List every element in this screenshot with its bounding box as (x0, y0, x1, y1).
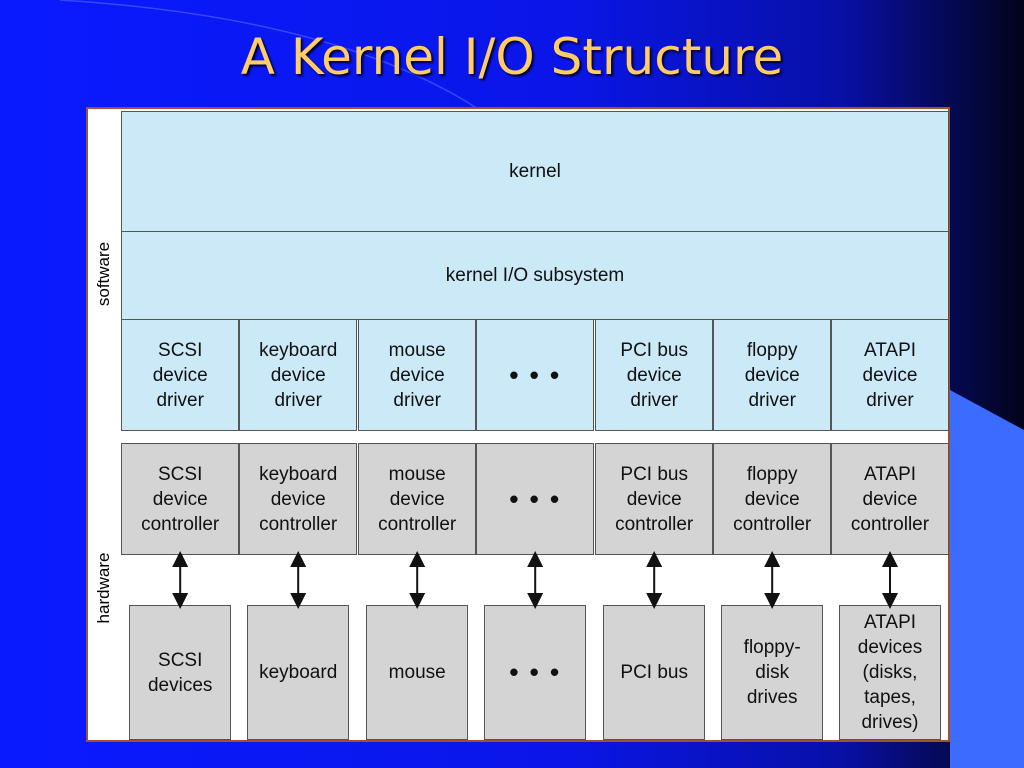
mouse-controller-box: mouse device controller (358, 443, 477, 555)
diagram-frame: software hardware kernel kernel I/O subs… (86, 107, 950, 742)
atapi-devices-box: ATAPI devices (disks, tapes, drives) (839, 605, 941, 740)
scsi-driver-box: SCSI device driver (121, 319, 240, 431)
atapi-controller-box: ATAPI device controller (831, 443, 949, 555)
atapi-driver-box: ATAPI device driver (831, 319, 949, 431)
controller-box-label: keyboard device controller (259, 463, 338, 535)
devices-box-label: SCSI devices (147, 649, 213, 696)
hardware-label: hardware (94, 552, 113, 624)
pci-bus-devices-box: PCI bus (603, 605, 706, 740)
keyboard-controller-box: keyboard device controller (239, 443, 358, 555)
devices-box-label: ATAPI devices (disks, tapes, drives) (857, 612, 923, 733)
ellipsis-controller-box: • • • (476, 443, 595, 555)
controller-box-label: PCI bus device controller (615, 463, 694, 535)
controller-box-label: floppy device controller (733, 463, 812, 535)
driver-box-label: ATAPI device driver (862, 339, 918, 411)
scsi-devices-box: SCSI devices (129, 605, 232, 740)
driver-box-label: PCI bus device driver (620, 339, 688, 411)
controller-box-label: • • • (509, 483, 562, 514)
software-label: software (94, 241, 113, 307)
devices-box-label: floppy- disk drives (743, 637, 801, 708)
pci-bus-controller-box: PCI bus device controller (595, 443, 714, 555)
controller-box-label: ATAPI device controller (850, 463, 930, 535)
mouse-driver-box: mouse device driver (358, 319, 477, 431)
mouse-devices-box: mouse (366, 605, 469, 740)
io-subsystem-label: kernel I/O subsystem (445, 265, 625, 286)
scsi-controller-box: SCSI device controller (121, 443, 240, 555)
slide-title: A Kernel I/O Structure (240, 28, 784, 86)
devices-box-label: mouse (388, 662, 446, 683)
ellipsis-driver-box: • • • (476, 319, 595, 431)
driver-box-label: mouse device driver (388, 339, 446, 411)
keyboard-devices-box: keyboard (247, 605, 350, 740)
devices-box-label: • • • (509, 657, 562, 687)
driver-box-label: • • • (509, 359, 562, 390)
floppy-driver-box: floppy device driver (713, 319, 832, 431)
keyboard-driver-box: keyboard device driver (239, 319, 358, 431)
floppy-controller-box: floppy device controller (713, 443, 832, 555)
driver-box-label: keyboard device driver (259, 339, 338, 411)
io-subsystem-box: kernel I/O subsystem (121, 231, 949, 320)
controller-box-label: mouse device controller (378, 463, 457, 535)
driver-box-label: floppy device driver (744, 339, 800, 411)
controller-box-label: SCSI device controller (141, 463, 220, 535)
devices-box-label: PCI bus (620, 662, 688, 683)
kernel-label: kernel (509, 161, 561, 182)
ellipsis-devices-box: • • • (484, 605, 587, 740)
devices-box-label: keyboard (259, 662, 338, 683)
driver-box-label: SCSI device driver (152, 339, 208, 411)
kernel-box: kernel (121, 111, 949, 232)
pci-bus-driver-box: PCI bus device driver (595, 319, 714, 431)
floppy-devices-box: floppy- disk drives (721, 605, 824, 740)
